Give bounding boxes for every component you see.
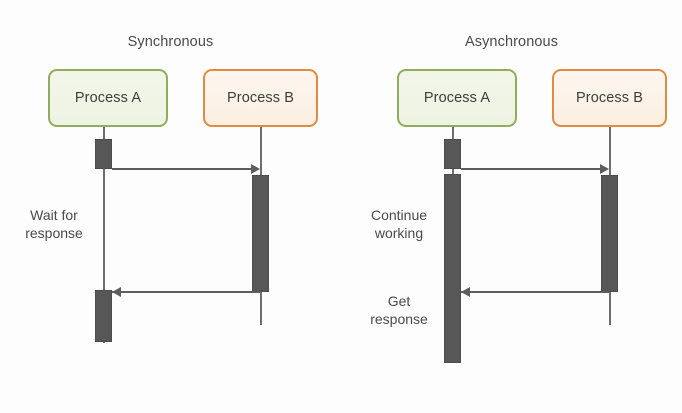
- message-request-line-asynchronous: [461, 168, 607, 170]
- message-response-line-synchronous: [112, 291, 260, 293]
- process-box-b-synchronous[interactable]: Process B: [203, 69, 318, 127]
- process-box-b-label: Process B: [576, 90, 643, 106]
- activation-bar-a-request-asynchronous: [444, 139, 461, 169]
- diagram-title-asynchronous: Asynchronous: [464, 34, 559, 50]
- note-get-response: Get response: [370, 293, 428, 327]
- activation-bar-b-synchronous: [252, 175, 269, 292]
- activation-bar-b-asynchronous: [601, 175, 618, 292]
- diagram-asynchronous: Asynchronous Process A Process B Continu…: [341, 0, 682, 413]
- lifeline-process-a-synchronous: [103, 127, 105, 343]
- process-box-a-synchronous[interactable]: Process A: [48, 69, 168, 127]
- activation-bar-a-request-synchronous: [95, 139, 112, 169]
- message-request-arrowhead-icon-asynchronous: [600, 164, 609, 174]
- message-response-arrowhead-icon-asynchronous: [461, 287, 470, 297]
- process-box-b-asynchronous[interactable]: Process B: [552, 69, 667, 127]
- note-continue-working: Continue working: [370, 207, 428, 241]
- process-box-a-asynchronous[interactable]: Process A: [397, 69, 517, 127]
- activation-bar-a-response-synchronous: [95, 290, 112, 342]
- diagram-title-synchronous: Synchronous: [127, 34, 214, 50]
- process-box-a-label: Process A: [423, 90, 491, 106]
- note-wait-for-response: Wait for response: [25, 207, 83, 241]
- message-response-line-asynchronous: [461, 291, 609, 293]
- message-request-arrowhead-icon-synchronous: [251, 164, 260, 174]
- diagram-synchronous: Synchronous Process A Process B Wait for…: [25, 34, 318, 343]
- process-box-b-label: Process B: [227, 90, 294, 106]
- process-box-a-label: Process A: [74, 90, 142, 106]
- message-response-arrowhead-icon-synchronous: [112, 287, 121, 297]
- message-request-line-synchronous: [112, 168, 258, 170]
- activation-bar-a-working-asynchronous: [444, 174, 461, 363]
